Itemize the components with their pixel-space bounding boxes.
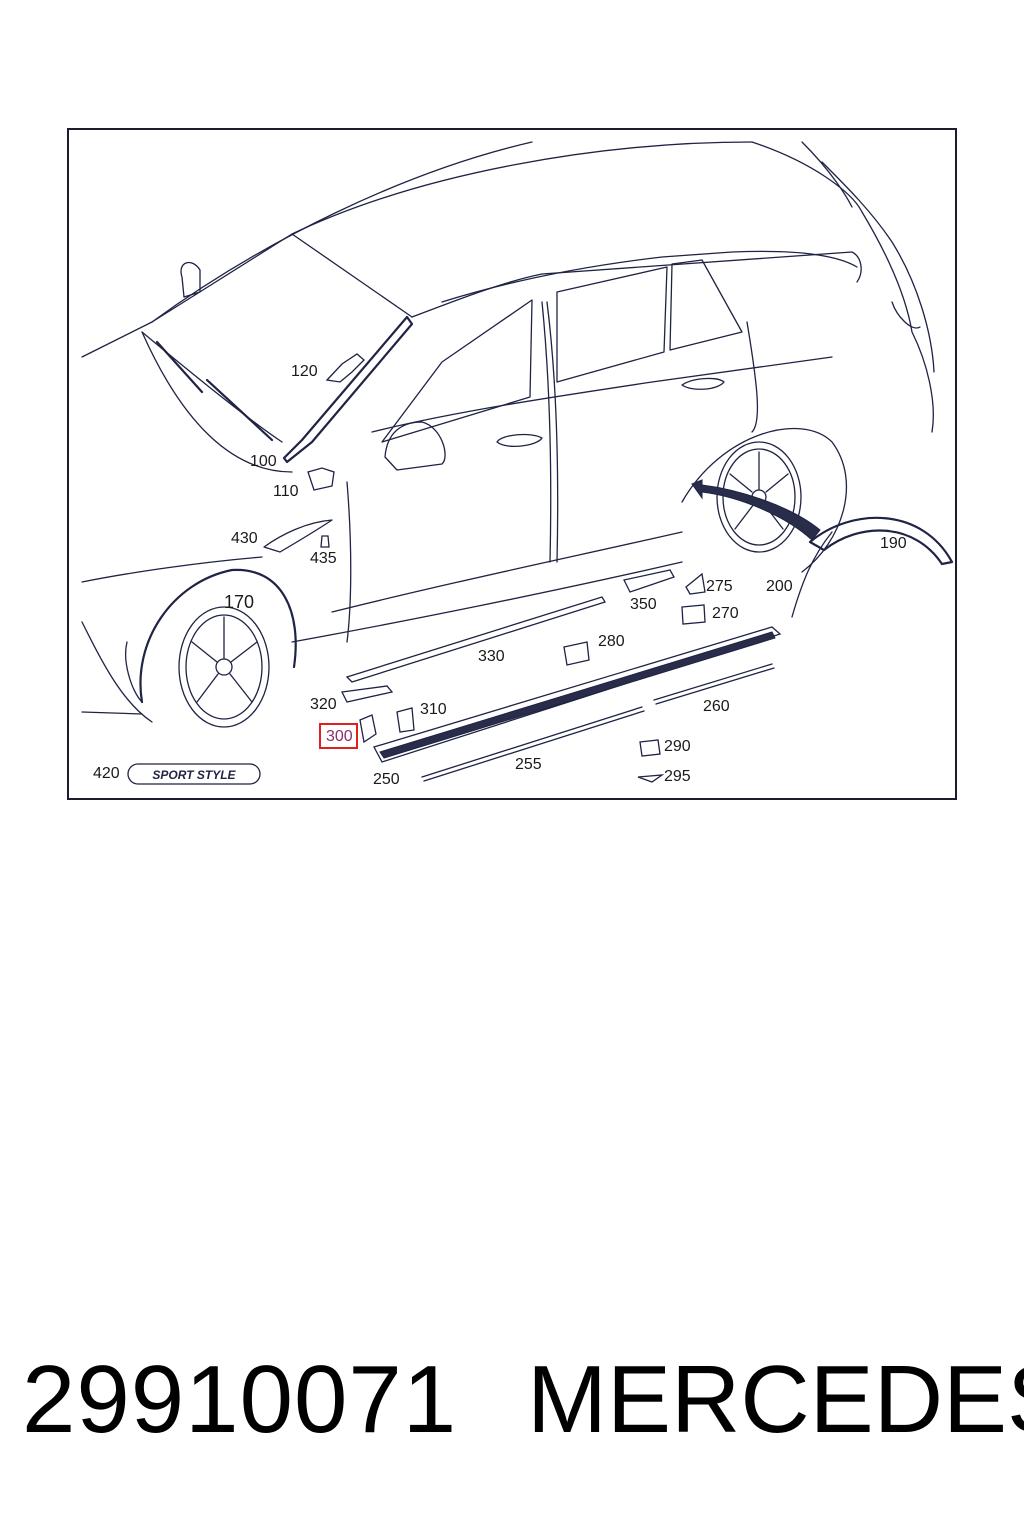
callout-100: 100 [250,453,277,470]
callout-350: 350 [630,596,657,613]
callout-300-highlighted[interactable]: 300 [319,723,358,749]
callout-120: 120 [291,363,318,380]
callout-200: 200 [766,578,793,595]
holder-350 [623,569,675,593]
car-side-trim-drawing: SPORT STYLE [81,141,954,785]
callout-190: 190 [880,535,907,552]
clip-295 [637,774,665,783]
clip-435 [320,535,330,548]
callout-255: 255 [515,756,542,773]
cap-300 [359,714,377,744]
callout-275: 275 [706,578,733,595]
callout-430: 430 [231,530,258,547]
callout-290: 290 [664,738,691,755]
callout-320: 320 [310,696,337,713]
cap-310 [396,707,415,733]
trim-strip-260 [653,663,775,705]
callout-310: 310 [420,701,447,718]
parts-diagram-frame: SPORT STYLE 120 100 110 430 435 170 190 … [67,128,957,800]
brand-name: MERCEDES [527,1346,1024,1453]
callout-295: 295 [664,768,691,785]
wheel-arch-190 [808,516,954,566]
bracket-320 [341,685,394,703]
front-wheel [139,568,297,728]
direction-arrow [691,479,821,541]
trim-strip-255 [421,706,645,782]
callout-280: 280 [598,633,625,650]
part-120-strip [325,353,365,383]
clip-275 [685,572,706,595]
callout-435: 435 [310,550,337,567]
clip-290 [639,739,661,757]
callout-170: 170 [224,592,255,612]
wiper-blades [155,340,274,442]
callout-260: 260 [703,698,730,715]
product-caption: 29910071 MERCEDES [0,1345,1024,1485]
part-110-clip [307,467,335,491]
sport-style-badge-text: SPORT STYLE [152,768,236,782]
callout-420: 420 [93,765,120,782]
a-pillar-trim-strip [282,315,414,464]
callout-270: 270 [712,605,739,622]
fender-trim-430 [263,519,333,553]
part-number: 29910071 [22,1346,458,1453]
sill-trim-330 [345,596,606,683]
callout-110: 110 [273,483,299,500]
bracket-280 [563,641,590,666]
callout-330: 330 [478,648,505,665]
clip-270 [681,604,706,625]
wheel-arch-trim-200 [791,531,833,618]
callout-250: 250 [373,771,400,788]
car-body-outline [81,141,935,723]
sport-style-badge-outline [127,763,261,785]
